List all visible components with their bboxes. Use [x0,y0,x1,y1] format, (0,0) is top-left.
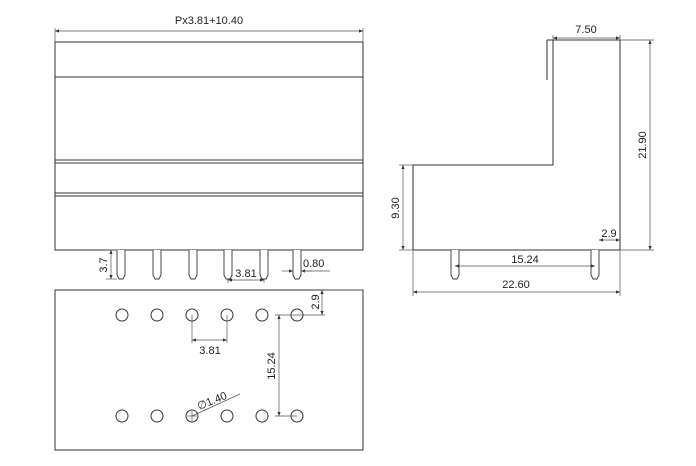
bottom-edge-offset-label: 2.9 [310,294,322,309]
hole [255,308,269,322]
front-width-label: Px3.81+10.40 [175,15,243,27]
side-view-outline [412,39,621,251]
front-pin [223,250,233,280]
front-pin [116,250,126,280]
side-top-width-label: 7.50 [575,24,596,36]
front-pin [259,250,269,280]
bottom-view-holes-bottom-row [115,409,304,423]
front-view-body [54,41,364,251]
hole [150,409,164,423]
side-edge-offset-label: 2.9 [601,228,616,240]
hole [150,308,164,322]
side-view: 7.50 21.90 9.30 2.9 15.24 22.60 [390,24,654,296]
hole-diameter-label: ∅1.40 [196,390,229,413]
hole-diameter-leader [191,393,241,417]
front-pin [152,250,162,280]
side-pin [590,250,600,280]
bottom-view: 2.9 3.81 15.24 ∅1.40 [54,289,364,451]
front-view: Px3.81+10.40 3.7 3.81 0.80 [54,15,364,283]
front-pin [292,250,302,280]
pin-length-label: 3.7 [98,257,110,272]
side-pin-spacing-label: 15.24 [511,254,539,266]
bottom-view-body [54,289,364,451]
front-pitch-label: 3.81 [235,268,256,280]
bottom-view-holes-top-row [115,308,304,322]
body-height-label: 9.30 [390,197,402,218]
front-pin [188,250,198,280]
bottom-pitch-label: 3.81 [199,345,220,357]
side-pin [450,250,460,280]
hole [115,409,129,423]
hole [115,308,129,322]
hole [220,409,234,423]
pin-width-label: 0.80 [303,258,324,270]
hole [255,409,269,423]
front-view-pins [116,250,302,280]
total-height-label: 21.90 [637,131,649,159]
total-width-label: 22.60 [502,279,530,291]
row-spacing-label: 15.24 [266,352,278,380]
